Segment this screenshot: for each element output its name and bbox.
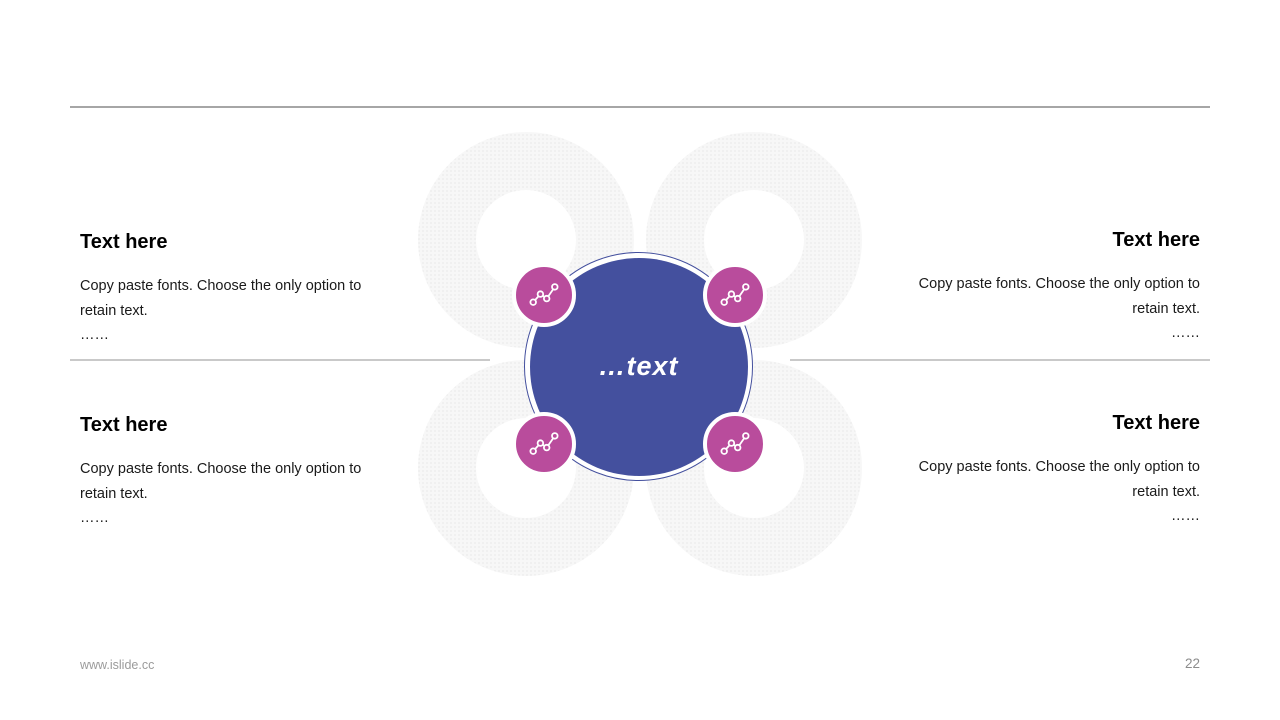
- trend-chart-icon: [720, 432, 750, 455]
- top-divider-line: [70, 106, 1210, 108]
- block-body: Copy paste fonts. Choose the only option…: [918, 459, 1200, 500]
- middle-divider-right: [790, 359, 1210, 361]
- page-number: 22: [1184, 656, 1200, 671]
- badge-bottom-right: [703, 412, 767, 476]
- block-ellipsis: ……: [1171, 325, 1200, 341]
- block-ellipsis: ……: [1171, 508, 1200, 524]
- block-body: Copy paste fonts. Choose the only option…: [80, 461, 362, 502]
- block-body: Copy paste fonts. Choose the only option…: [80, 278, 362, 319]
- text-block-bottom-right: Text here Copy paste fonts. Choose the o…: [900, 411, 1200, 529]
- badge-bottom-left: [512, 412, 576, 476]
- trend-chart-icon: [529, 283, 559, 306]
- middle-divider-left: [70, 359, 490, 361]
- text-block-top-left: Text here Copy paste fonts. Choose the o…: [80, 230, 380, 348]
- badge-top-left: [512, 263, 576, 327]
- trend-chart-icon: [529, 432, 559, 455]
- center-label: …text: [598, 351, 679, 381]
- badge-top-right: [703, 263, 767, 327]
- block-ellipsis: ……: [80, 327, 109, 343]
- block-title: Text here: [80, 231, 168, 253]
- block-title: Text here: [1112, 229, 1200, 251]
- block-title: Text here: [1112, 412, 1200, 434]
- block-ellipsis: ……: [80, 510, 109, 526]
- block-title: Text here: [80, 414, 168, 436]
- footer-url: www.islide.cc: [80, 658, 155, 672]
- trend-chart-icon: [720, 283, 750, 306]
- text-block-bottom-left: Text here Copy paste fonts. Choose the o…: [80, 413, 380, 531]
- block-body: Copy paste fonts. Choose the only option…: [918, 276, 1200, 317]
- text-block-top-right: Text here Copy paste fonts. Choose the o…: [900, 228, 1200, 346]
